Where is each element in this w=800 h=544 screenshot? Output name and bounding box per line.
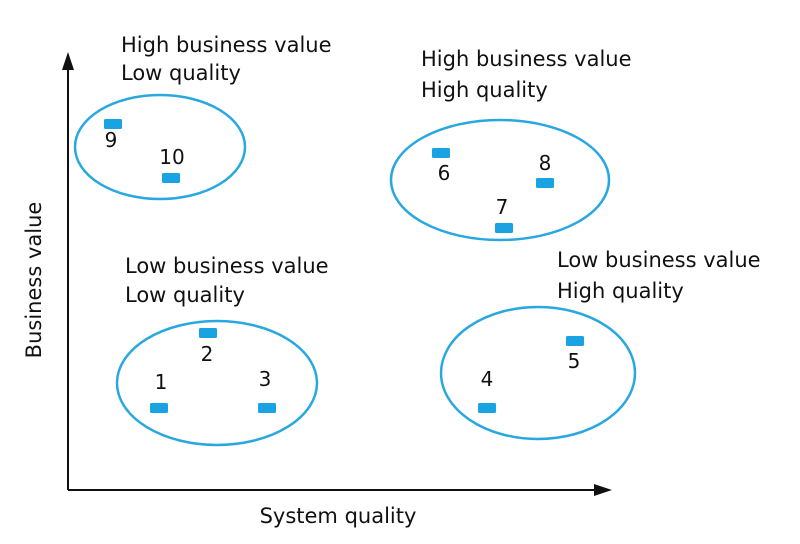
system-label-1: 1 [155,370,168,394]
system-label-4: 4 [481,367,494,391]
cluster-low-value-low-quality: Low business value Low quality 2 1 3 [115,254,329,447]
system-marker-2 [199,328,217,338]
system-label-9: 9 [105,128,118,152]
cluster-high-value-low-quality: High business value Low quality 9 10 [73,33,332,201]
system-marker-6 [432,148,450,158]
system-marker-8 [536,178,554,188]
cluster-ellipse [115,319,319,447]
cluster-label-line1: Low business value [125,254,329,278]
cluster-label-line1: Low business value [557,248,761,272]
system-label-5: 5 [568,349,581,373]
cluster-ellipse [73,93,247,201]
cluster-label-line2: High quality [557,279,684,303]
system-label-3: 3 [259,367,272,391]
axes: System quality Business value [22,52,612,528]
system-marker-7 [495,223,513,233]
system-label-10: 10 [159,145,184,169]
x-axis-label: System quality [260,504,417,528]
system-label-8: 8 [539,151,552,175]
cluster-label-line2: Low quality [121,61,241,85]
cluster-label-line2: Low quality [125,283,245,307]
cluster-label-line1: High business value [121,33,332,57]
y-axis-arrowhead [62,52,74,70]
cluster-label-line2: High quality [421,78,548,102]
system-marker-10 [162,173,180,183]
system-marker-4 [478,403,496,413]
cluster-ellipse [389,118,611,242]
system-marker-1 [150,403,168,413]
cluster-label-line1: High business value [421,47,632,71]
cluster-ellipse [439,305,637,441]
cluster-low-value-high-quality: Low business value High quality 5 4 [439,248,761,441]
system-label-2: 2 [201,342,214,366]
y-axis-label: Business value [22,202,46,359]
x-axis-arrowhead [594,484,612,496]
system-label-7: 7 [496,195,509,219]
system-label-6: 6 [438,161,451,185]
system-marker-3 [258,403,276,413]
cluster-high-value-high-quality: High business value High quality 6 8 7 [389,47,632,242]
system-marker-5 [566,336,584,346]
system-marker-9 [104,119,122,129]
